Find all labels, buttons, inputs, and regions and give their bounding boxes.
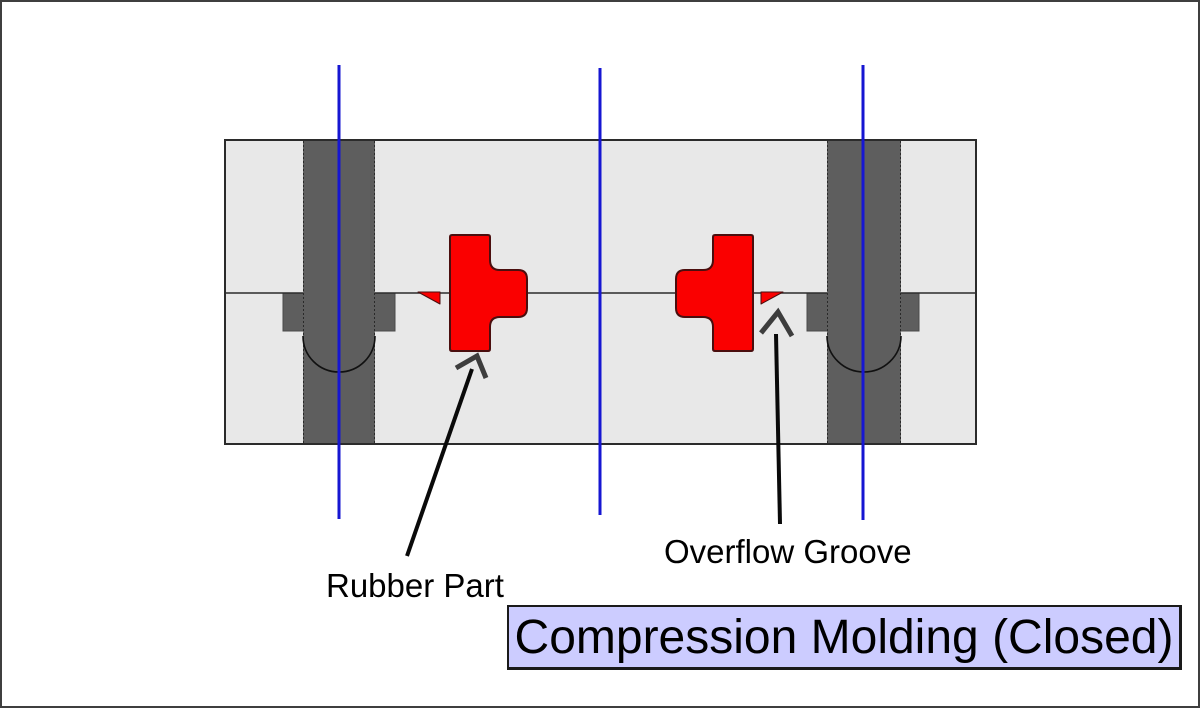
overflow-groove-arrow-shaft [774,333,782,525]
right-overflow-groove-flash [760,291,784,305]
rubber-part-arrow-shaft [405,368,474,557]
overflow-groove-label: Overflow Groove [664,533,912,570]
overflow-groove-arrowhead-icon [759,307,795,338]
right-rubber-part [675,234,754,352]
rubber-part-arrowhead-icon [454,352,489,379]
diagram-title: Compression Molding (Closed) [514,610,1174,664]
left-overflow-groove-flash [417,291,441,305]
rubber-part-label: Rubber Part [326,567,504,604]
diagram-title-box: Compression Molding (Closed) [507,605,1182,670]
left-rubber-part [449,234,528,352]
